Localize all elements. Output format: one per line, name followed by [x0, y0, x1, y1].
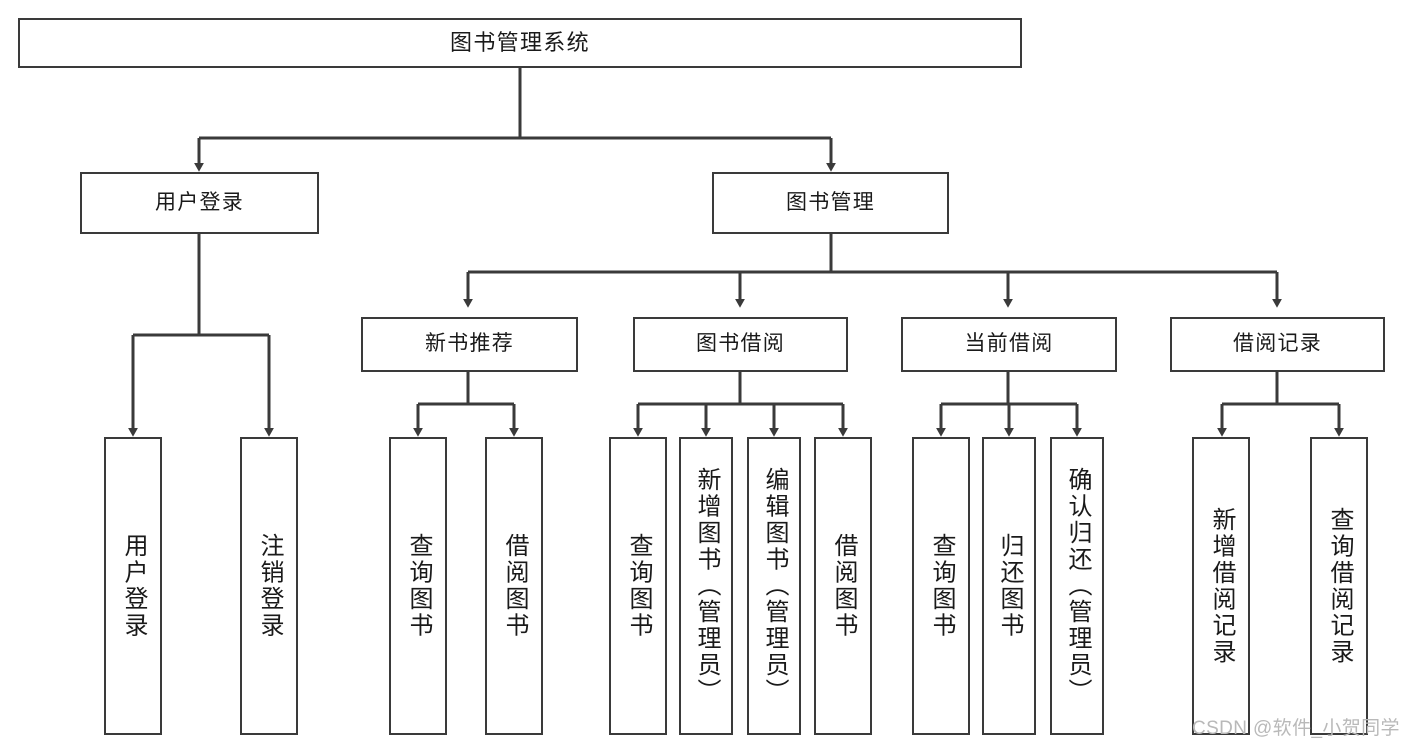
- node-label: 图书管理: [785, 190, 876, 214]
- node-book-management[interactable]: 图书管理: [712, 172, 949, 234]
- node-label: 确认归还（管理员）: [1064, 467, 1091, 705]
- node-label: 借阅记录: [1232, 332, 1323, 356]
- watermark-csdn: CSDN @软件_小贺同学: [1192, 718, 1400, 739]
- node-label: 查询图书: [625, 533, 652, 639]
- node-leaf-query-borrow-record[interactable]: 查询借阅记录: [1310, 437, 1368, 735]
- node-label: 注销登录: [256, 533, 283, 639]
- node-label: 查询借阅记录: [1326, 506, 1353, 666]
- node-leaf-borrow-book-new[interactable]: 借阅图书: [485, 437, 543, 735]
- node-label: 用户登录: [120, 533, 147, 639]
- node-label: 借阅图书: [830, 533, 857, 639]
- node-leaf-add-book-admin[interactable]: 新增图书（管理员）: [679, 437, 733, 735]
- node-label: 查询图书: [405, 533, 432, 639]
- node-root-book-management-system[interactable]: 图书管理系统: [18, 18, 1022, 68]
- node-current-borrow[interactable]: 当前借阅: [901, 317, 1117, 372]
- node-leaf-query-book-borrow[interactable]: 查询图书: [609, 437, 667, 735]
- node-label: 新增图书（管理员）: [693, 467, 720, 705]
- node-leaf-query-book-current[interactable]: 查询图书: [912, 437, 970, 735]
- node-borrow-record[interactable]: 借阅记录: [1170, 317, 1385, 372]
- node-leaf-add-borrow-record[interactable]: 新增借阅记录: [1192, 437, 1250, 735]
- node-label: 用户登录: [154, 190, 245, 214]
- node-label: 当前借阅: [964, 332, 1054, 356]
- node-label: 新书推荐: [424, 332, 515, 356]
- node-label: 归还图书: [996, 533, 1023, 639]
- node-leaf-query-book-new[interactable]: 查询图书: [389, 437, 447, 735]
- node-user-login[interactable]: 用户登录: [80, 172, 319, 234]
- node-leaf-return-book[interactable]: 归还图书: [982, 437, 1036, 735]
- node-label: 图书管理系统: [450, 30, 590, 56]
- node-label: 编辑图书（管理员）: [761, 467, 788, 705]
- node-label: 借阅图书: [501, 533, 528, 639]
- node-leaf-borrow-book-borrow[interactable]: 借阅图书: [814, 437, 872, 735]
- node-leaf-edit-book-admin[interactable]: 编辑图书（管理员）: [747, 437, 801, 735]
- node-leaf-logout-login[interactable]: 注销登录: [240, 437, 298, 735]
- node-new-book-recommend[interactable]: 新书推荐: [361, 317, 578, 372]
- node-leaf-user-login[interactable]: 用户登录: [104, 437, 162, 735]
- node-label: 图书借阅: [695, 332, 786, 356]
- node-label: 新增借阅记录: [1208, 506, 1235, 666]
- node-label: 查询图书: [928, 533, 955, 639]
- node-book-borrow[interactable]: 图书借阅: [633, 317, 848, 372]
- node-leaf-confirm-return-admin[interactable]: 确认归还（管理员）: [1050, 437, 1104, 735]
